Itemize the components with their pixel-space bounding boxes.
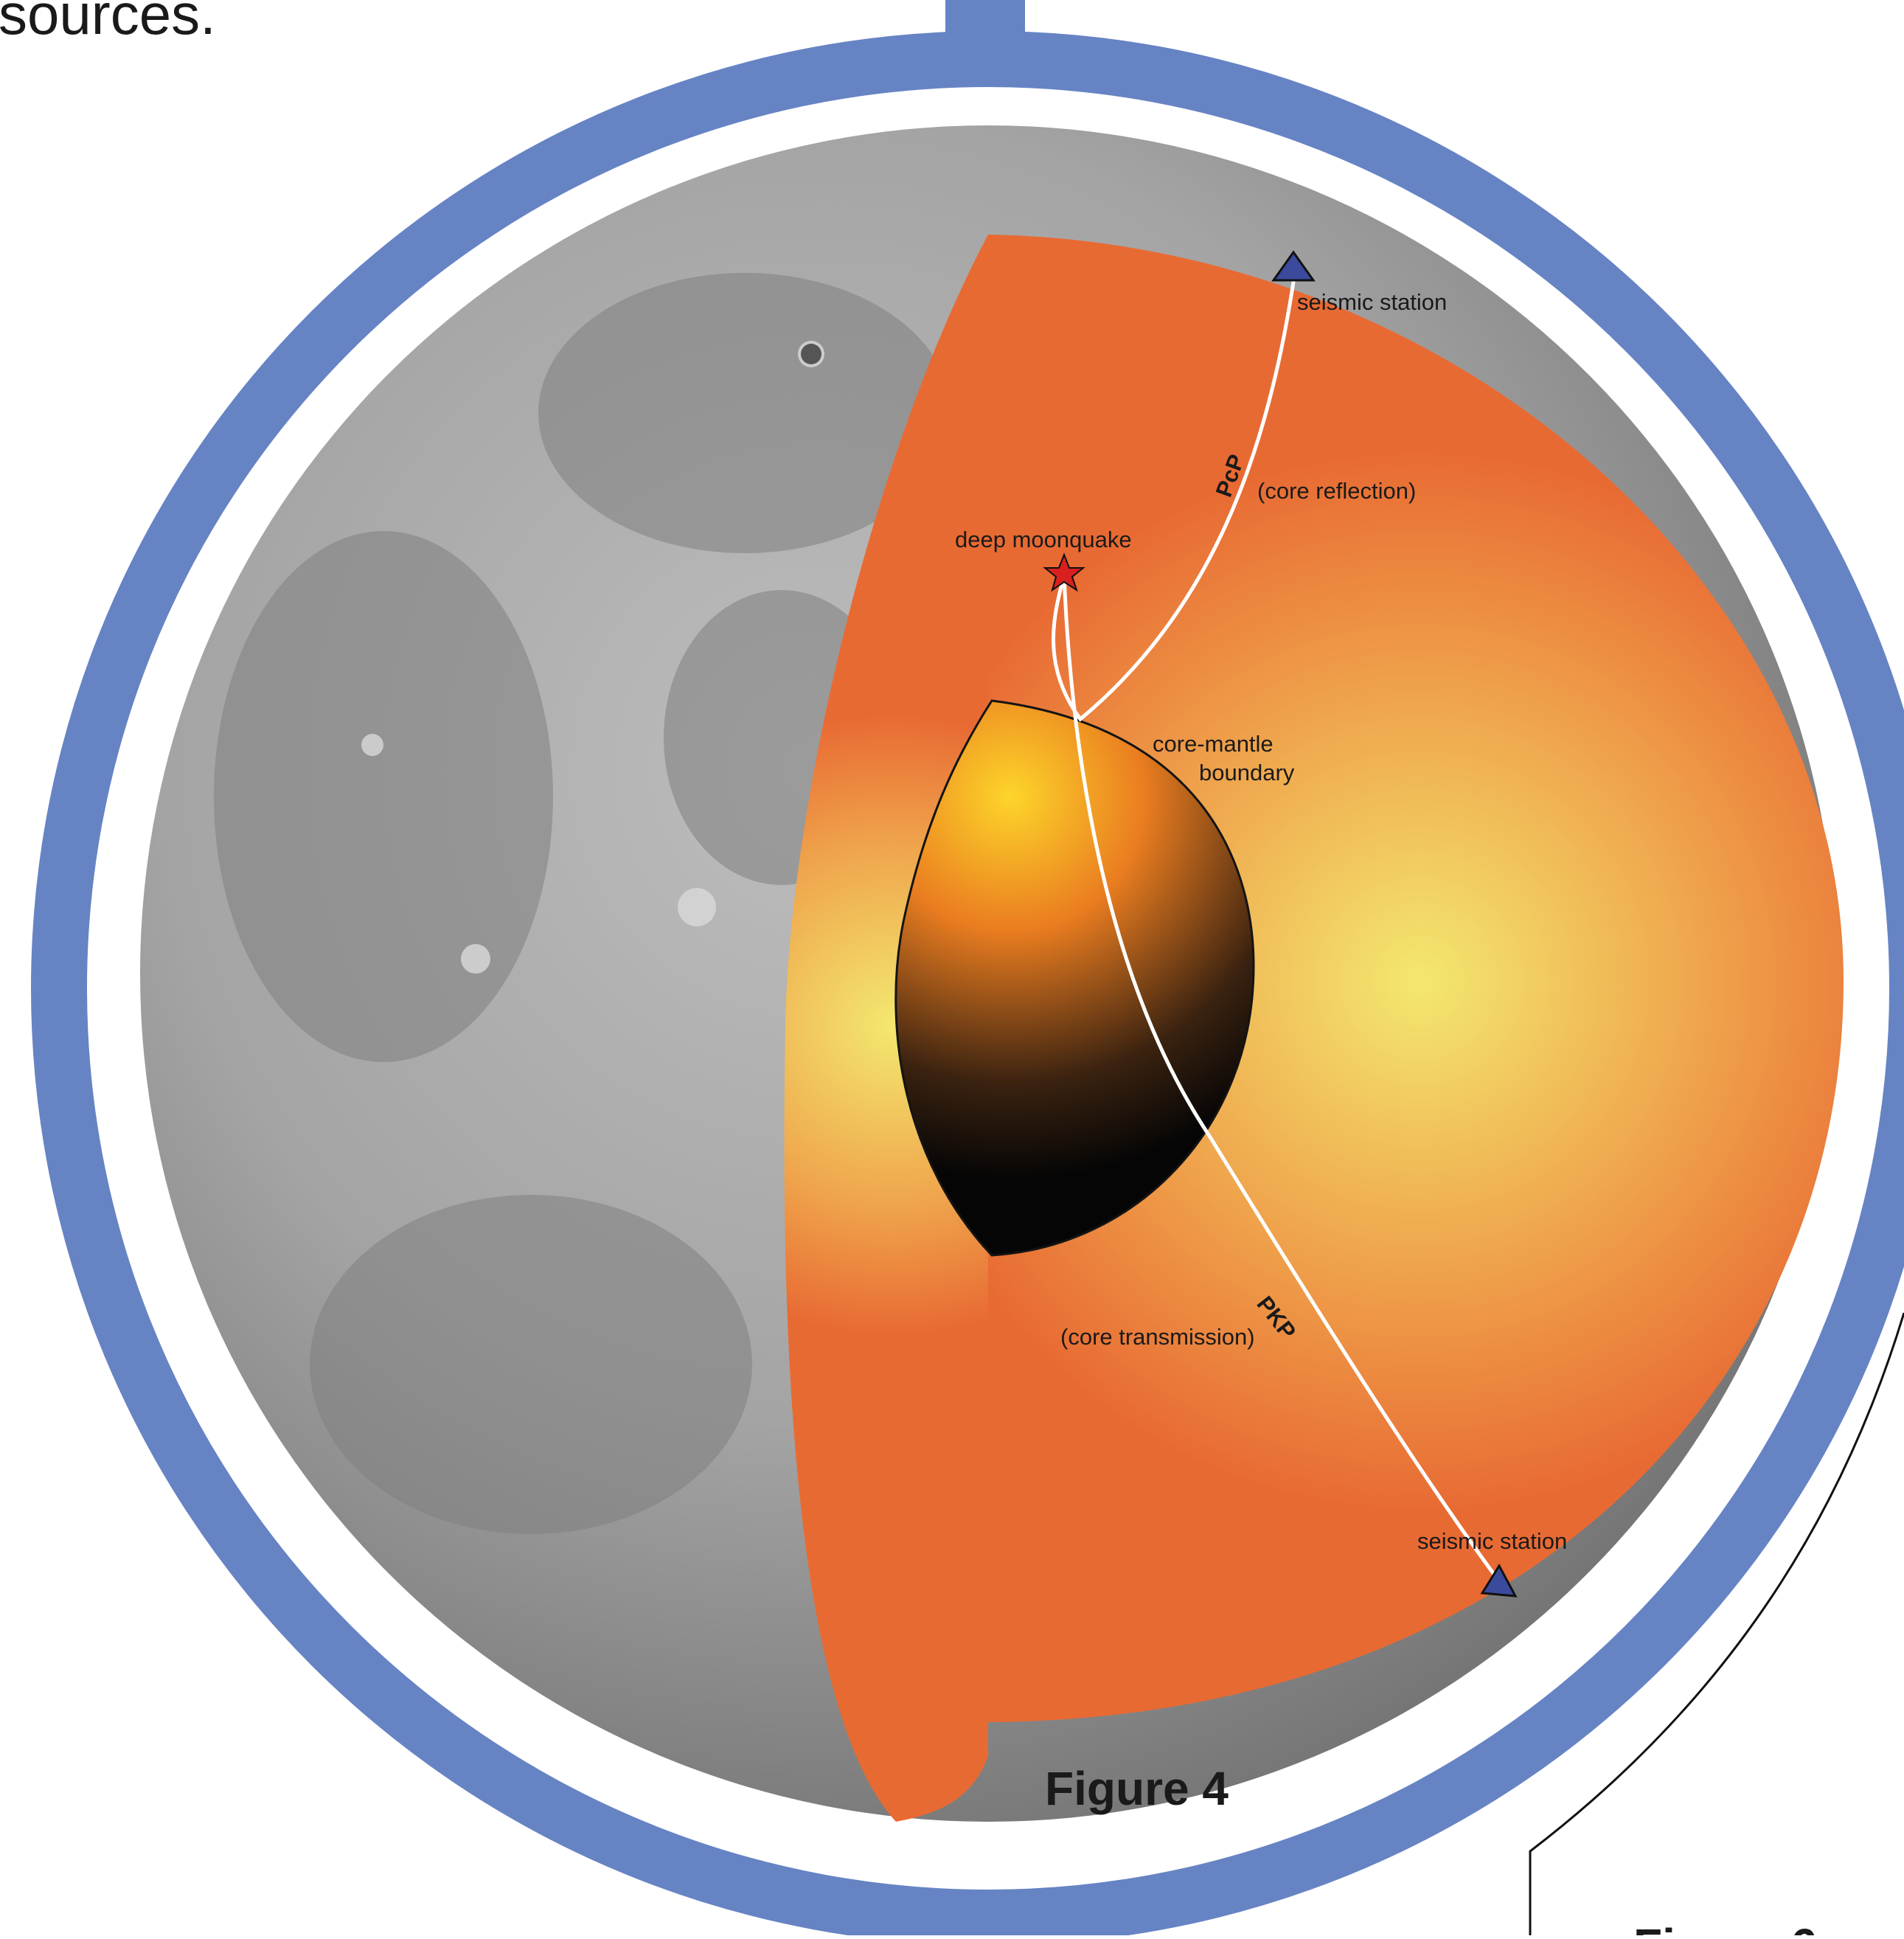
ring-connector	[945, 0, 1025, 37]
crater	[678, 888, 716, 926]
pcp-description: (core reflection)	[1257, 478, 1416, 504]
dark-crater	[801, 344, 821, 364]
mantle-cut-face	[784, 235, 988, 1822]
mantle-section	[988, 235, 1844, 1722]
header-fragment: ic sources.	[0, 0, 216, 46]
station-bottom-label: seismic station	[1417, 1528, 1567, 1554]
cmb-label-line2: boundary	[1199, 760, 1295, 785]
crater	[461, 944, 490, 974]
core	[894, 699, 1255, 1257]
mare-north	[538, 273, 951, 553]
moonquake-label: deep moonquake	[955, 527, 1132, 552]
next-figure-outline	[1529, 1312, 1904, 1935]
next-figure-label: Figure 6	[1633, 1919, 1817, 1935]
seismic-station-icon	[1480, 1564, 1518, 1598]
seismic-station-icon	[1271, 250, 1316, 282]
cmb-label-line1: core-mantle	[1153, 731, 1274, 757]
pcp-ray-path	[1052, 266, 1298, 722]
pkp-ray-path	[1062, 575, 1499, 1580]
pkp-description: (core transmission)	[1060, 1324, 1255, 1350]
mare-west	[214, 531, 553, 1062]
figure-caption: Figure 4	[1045, 1762, 1229, 1815]
moonquake-star-icon	[1043, 552, 1085, 592]
crater	[361, 734, 383, 756]
station-top-label: seismic station	[1297, 289, 1447, 315]
maria	[214, 273, 951, 1534]
mare-southwest	[310, 1195, 752, 1534]
